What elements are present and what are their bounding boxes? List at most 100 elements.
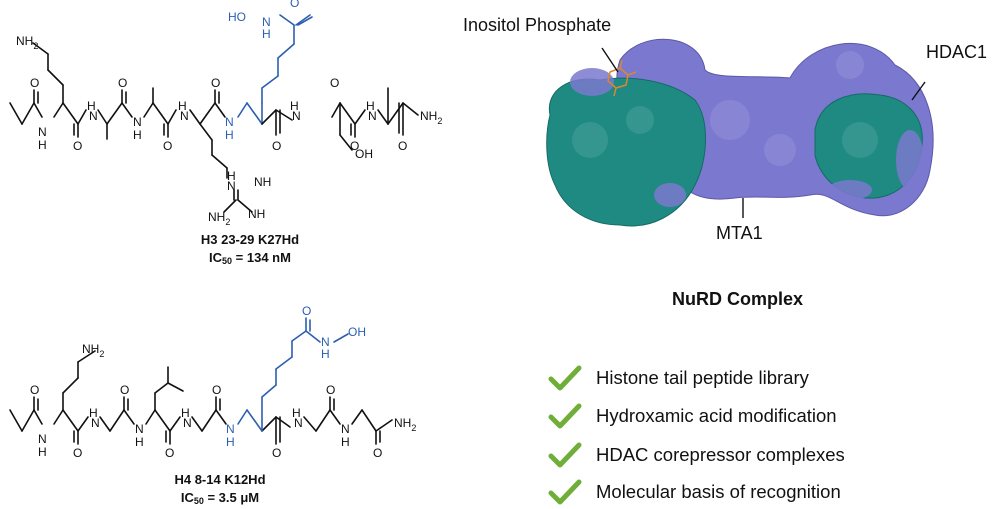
mta1-label: MTA1: [716, 223, 763, 243]
hdac1-left-surface: [546, 77, 706, 227]
m2-h3-label: H: [135, 435, 144, 449]
m2-h2-label: H: [89, 406, 98, 420]
m1-guan-nh-label: NH: [254, 175, 271, 189]
m1-hydroxamate-ho-label: HO: [228, 10, 246, 24]
svg-text:NH2: NH2: [394, 416, 416, 433]
m2-n4-label: N: [183, 416, 192, 430]
svg-text:NH2: NH2: [420, 109, 442, 126]
molecule-h4-ic50-value: = 3.5 μM: [203, 490, 260, 505]
m2-n3-label: N: [135, 422, 144, 436]
m2-hydroxamate-o-label: O: [302, 305, 311, 318]
svg-text:NH2: NH2: [82, 342, 104, 359]
m2-nh2-end-sub: 2: [411, 423, 416, 433]
molecule-h3-ic50-sub: 50: [222, 256, 233, 266]
m2-n1-label: N: [38, 432, 47, 446]
m1-h3-label: H: [133, 128, 142, 142]
m1-guan-nh2-label: NH: [208, 210, 225, 224]
m2-n2-label: N: [91, 416, 100, 430]
checklist-item-label: Histone tail peptide library: [596, 367, 809, 388]
inositol-phosphate-ligand: [607, 59, 637, 97]
molecule-h3-ic50: IC50 = 134 nM: [150, 249, 350, 270]
m1-n1-label: N: [38, 125, 47, 139]
m2-o3-label: O: [120, 383, 129, 397]
molecule-h3-structure: NH2 N H O O H N O N H O H N O N H H N NH…: [9, 0, 442, 227]
svg-text:NH2: NH2: [16, 34, 38, 51]
nurd-complex-title: NuRD Complex: [672, 289, 804, 309]
m1-guan-h-label: H: [227, 169, 236, 183]
m1-h5-label: H: [225, 128, 234, 142]
m1-o1-label: O: [30, 76, 39, 90]
m2-hydroxamate-n-label: N: [321, 335, 330, 349]
hdac1-label: HDAC1: [926, 42, 988, 62]
molecule-h3-name: H3 23-29 K27Hd: [200, 232, 300, 247]
molecule-h4-ic50: IC50 = 3.5 μM: [120, 489, 320, 509]
m1-guan-n-label: N: [227, 179, 236, 193]
m2-hydroxamate-h-label: H: [321, 347, 330, 361]
m1-o8-label: O: [350, 139, 359, 153]
check-icon: [548, 479, 582, 505]
m2-o8-label: O: [373, 446, 382, 460]
m2-n5-label: N: [226, 422, 235, 436]
m2-o1-label: O: [30, 383, 39, 397]
m2-nh2-end-label: NH: [394, 416, 411, 430]
m1-n6-label: N: [292, 109, 301, 123]
m1-h4-label: H: [178, 99, 187, 113]
m2-o4-label: O: [165, 446, 174, 460]
m1-oh-label: OH: [355, 147, 373, 161]
checklist-item: HDAC corepressor complexes: [548, 439, 845, 471]
m1-o2-label: O: [73, 139, 82, 153]
m1-nh2-end-label: NH: [420, 109, 437, 123]
inositol-leader-line: [601, 47, 619, 73]
checklist-item-label: Molecular basis of recognition: [596, 481, 841, 502]
svg-text:NH2: NH2: [208, 210, 230, 227]
molecule-h3-ic50-value: = 134 nM: [232, 250, 291, 265]
check-icon: [548, 403, 582, 429]
nurd-complex-surface: [546, 38, 934, 227]
molecule-h3-ic50-label: IC: [209, 250, 223, 265]
m2-h4-label: H: [181, 406, 190, 420]
checklist-item-label: Hydroxamic acid modification: [596, 405, 837, 426]
m1-h2-label: H: [87, 99, 96, 113]
m1-hydroxamate-n-label: N: [262, 15, 271, 29]
m2-h6-label: H: [292, 406, 301, 420]
m1-hydroxamate-h-label: H: [262, 27, 271, 41]
checklist-item-label: HDAC corepressor complexes: [596, 444, 845, 465]
m2-nh2-top-sub: 2: [99, 349, 104, 359]
m1-n5-label: N: [225, 115, 234, 129]
m1-h6-label: H: [290, 99, 299, 113]
molecule-h4-ic50-sub: 50: [193, 496, 204, 506]
m1-n3-label: N: [133, 115, 142, 129]
checklist-item: Histone tail peptide library: [548, 362, 809, 394]
m1-o6-label: O: [272, 139, 281, 153]
m2-h5-label: H: [226, 435, 235, 449]
hdac1-leader-line: [911, 81, 926, 101]
m1-nh2-end-sub: 2: [437, 116, 442, 126]
m1-guan-nh2-sub: 2: [225, 217, 230, 227]
m2-o5-label: O: [212, 383, 221, 397]
m2-h1-label: H: [38, 445, 47, 459]
molecule-h4-structure: NH2 O N H O H N O N H O H N O N H O H N …: [9, 305, 416, 460]
check-icon: [548, 365, 582, 391]
molecule-h4-ic50-label: IC: [180, 490, 194, 505]
m1-o7-label: O: [330, 76, 339, 90]
checklist-item: Molecular basis of recognition: [548, 476, 841, 508]
m1-o4-label: O: [163, 139, 172, 153]
m1-nh2-top-sub: 2: [33, 41, 38, 51]
m1-n4-label: N: [180, 109, 189, 123]
m2-nh2-top-label: NH: [82, 342, 99, 356]
m1-o9-label: O: [398, 139, 407, 153]
checklist-item: Hydroxamic acid modification: [548, 400, 837, 432]
m2-n7-label: N: [341, 422, 350, 436]
m1-o5-label: O: [211, 76, 220, 90]
check-icon: [548, 442, 582, 468]
m1-o3-label: O: [118, 76, 127, 90]
m1-h7-label: H: [366, 99, 375, 113]
m1-n2-label: N: [89, 109, 98, 123]
m2-n6-label: N: [294, 416, 303, 430]
m2-o7-label: O: [326, 383, 335, 397]
m2-o6-label: O: [272, 446, 281, 460]
m1-nh2-top-label: NH: [16, 34, 33, 48]
m2-o2-label: O: [73, 446, 82, 460]
m2-hydroxamate-oh-label: OH: [348, 325, 366, 339]
